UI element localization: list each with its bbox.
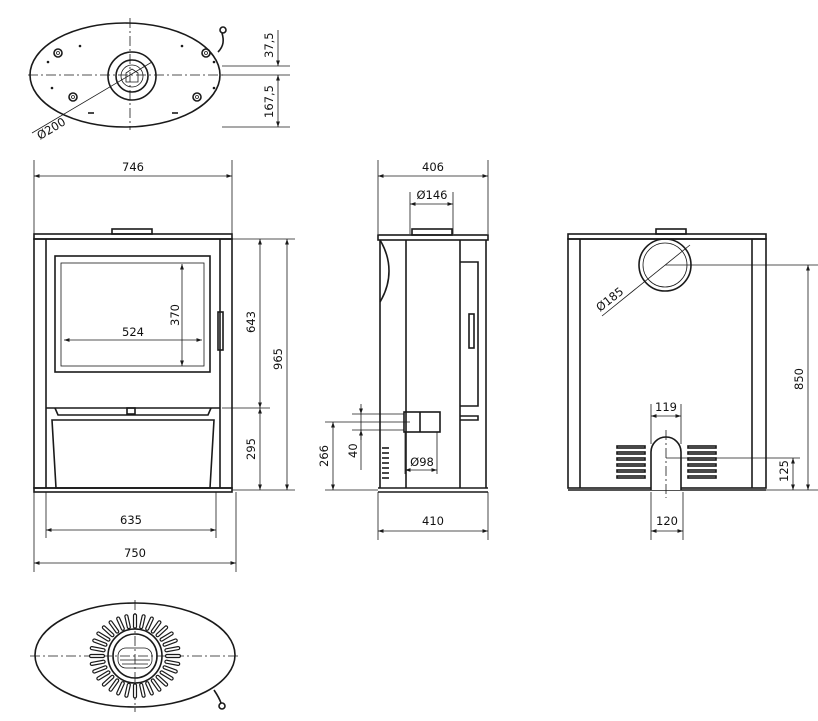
air-slot	[90, 647, 105, 652]
air-slot	[117, 617, 124, 630]
air-slot	[125, 615, 130, 628]
top-offset-rear-label: 37,5	[262, 32, 276, 58]
top-offset-front-label: 167,5	[262, 85, 276, 118]
front-base-width-label: 750	[124, 546, 146, 560]
air-slot	[97, 632, 110, 641]
rear-opening-height-label: 125	[777, 460, 791, 482]
side-base-depth-label: 410	[422, 514, 444, 528]
bottom-air-slots	[88, 613, 182, 699]
air-slot	[146, 682, 153, 695]
air-slot	[103, 675, 114, 686]
front-window-width-label: 524	[122, 325, 144, 339]
air-slot	[165, 660, 180, 665]
air-slot	[90, 660, 105, 665]
air-slot	[93, 639, 107, 646]
side-view: 406 Ø146	[317, 160, 489, 540]
side-flue-top-label: Ø146	[416, 188, 447, 202]
air-slot	[117, 682, 124, 695]
air-slot	[109, 679, 119, 691]
side-air-inlet-size-label: 40	[346, 443, 360, 458]
air-slot	[151, 679, 161, 691]
front-total-height-label: 965	[271, 348, 285, 370]
air-slot	[140, 615, 145, 628]
front-top-width-label: 746	[122, 160, 144, 174]
rear-opening-width-top-label: 119	[655, 400, 677, 414]
top-flue-diameter-label: Ø200	[34, 115, 68, 143]
top-view: Ø200 37,5 167,5	[28, 18, 290, 143]
front-lower-panel-label: 295	[244, 438, 258, 460]
rear-opening-width-bottom-label: 120	[656, 514, 678, 528]
air-slot	[125, 684, 130, 697]
side-vents	[382, 447, 389, 479]
bottom-view	[30, 600, 240, 712]
air-slot	[163, 639, 177, 646]
side-top-depth-label: 406	[422, 160, 444, 174]
air-slot	[97, 671, 110, 680]
side-air-inlet-height-label: 266	[317, 445, 331, 467]
bolt-holes	[46, 44, 216, 114]
front-view: 746 370 524 643 295 96	[33, 160, 295, 572]
air-slot	[103, 626, 114, 637]
rear-flue-height-label: 850	[792, 368, 806, 390]
air-slot	[160, 632, 173, 641]
rear-view: Ø185 119 850 125	[567, 228, 818, 540]
air-slot	[93, 666, 107, 673]
front-window-height-label: 370	[168, 304, 182, 326]
air-slot	[140, 684, 145, 697]
front-plinth-width-label: 635	[120, 513, 142, 527]
air-slot	[165, 647, 180, 652]
air-slot	[156, 675, 168, 686]
air-slot	[109, 621, 119, 633]
front-door-height-label: 643	[244, 311, 258, 333]
air-slot	[151, 621, 161, 633]
side-air-inlet-diameter-label: Ø98	[410, 455, 434, 469]
air-slot	[160, 671, 173, 680]
air-slot	[156, 626, 168, 637]
air-slot	[146, 617, 153, 630]
air-slot	[163, 666, 177, 673]
